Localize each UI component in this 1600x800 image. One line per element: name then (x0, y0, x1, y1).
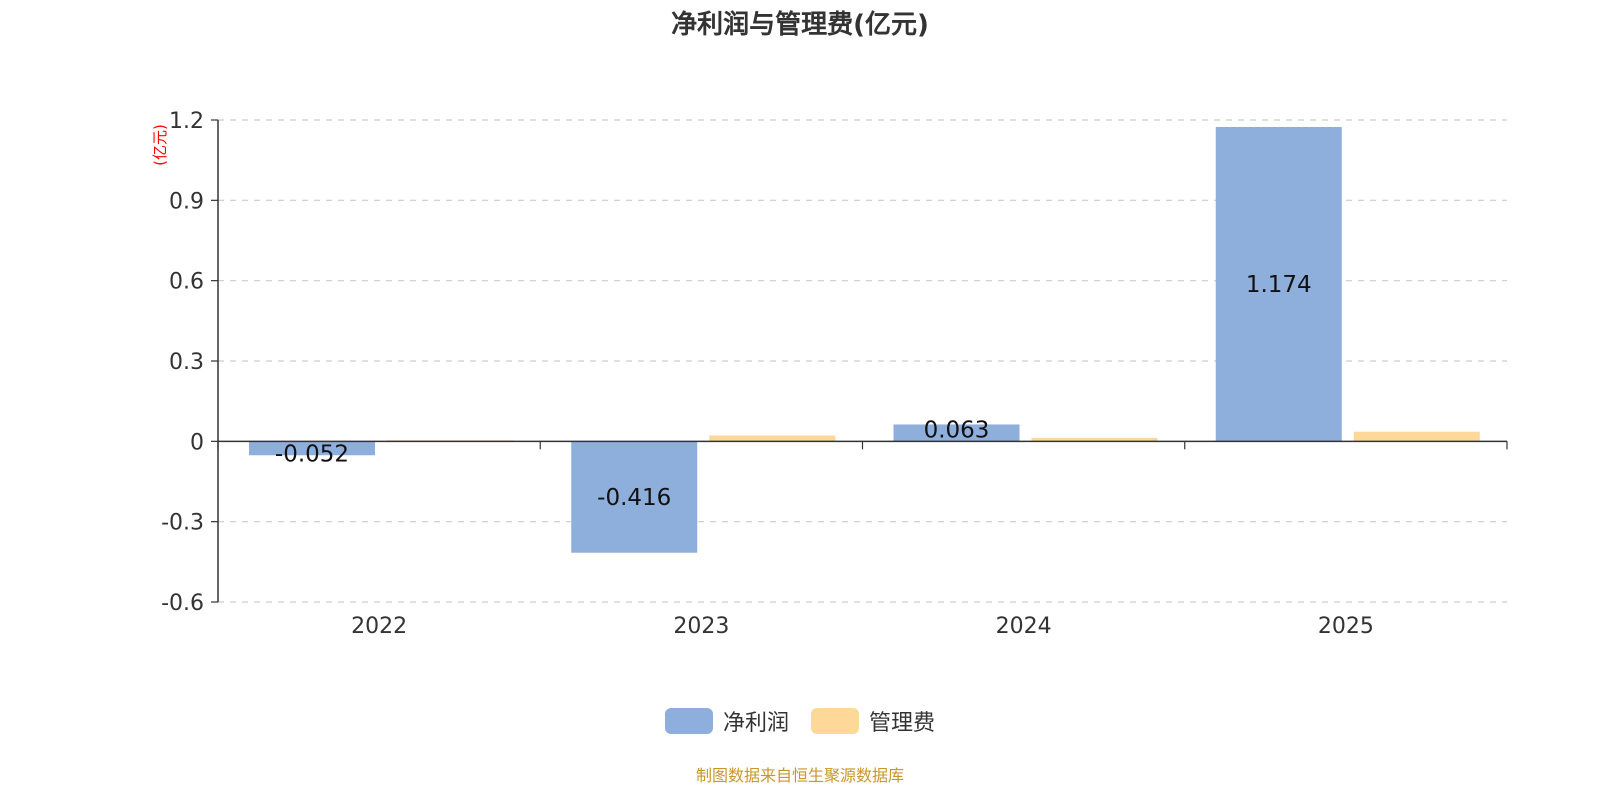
legend: 净利润 管理费 (0, 705, 1600, 737)
legend-label-net-profit: 净利润 (722, 711, 789, 736)
bar-admin-expense (1031, 437, 1158, 442)
bar-admin-expense (1353, 431, 1480, 442)
bar-net-profit (571, 441, 698, 553)
bar-net-profit (1215, 126, 1342, 442)
legend-item-net-profit[interactable]: 净利润 (664, 705, 789, 737)
y-tick-label: -0.6 (161, 591, 204, 616)
y-tick-label: -0.3 (161, 511, 204, 536)
x-tick-label: 2024 (996, 614, 1052, 639)
data-label-net-profit: 1.174 (1246, 272, 1312, 298)
y-tick-label: 1.2 (169, 109, 204, 134)
data-label-net-profit: -0.416 (597, 485, 671, 511)
legend-swatch-net-profit (664, 708, 713, 734)
y-tick-label: 0.6 (169, 270, 204, 295)
x-tick-label: 2022 (351, 614, 407, 639)
bar-admin-expense (709, 435, 836, 442)
chart-title: 净利润与管理费(亿元) (671, 10, 929, 40)
y-tick-label: 0.9 (169, 189, 204, 214)
legend-swatch-admin-expense (811, 708, 859, 734)
bar-net-profit (893, 424, 1020, 442)
bar-net-profit (249, 441, 375, 456)
x-tick-label: 2023 (673, 614, 729, 639)
legend-label-admin-expense: 管理费 (869, 711, 936, 736)
y-tick-label: 0 (190, 430, 204, 455)
bar-chart: 1.2 0.9 0.6 0.3 0 -0.3 -0.6 (亿元) -0.052 -0.416 0.0… (151, 109, 1508, 639)
x-tick-label: 2025 (1318, 614, 1374, 639)
y-unit-label: (亿元) (151, 124, 169, 166)
data-source-note: 制图数据来自恒生聚源数据库 (695, 766, 904, 785)
data-label-net-profit: -0.052 (275, 441, 349, 467)
y-tick-label: 0.3 (169, 350, 204, 375)
legend-item-admin-expense[interactable]: 管理费 (811, 705, 935, 737)
data-label-net-profit: 0.063 (924, 417, 990, 443)
